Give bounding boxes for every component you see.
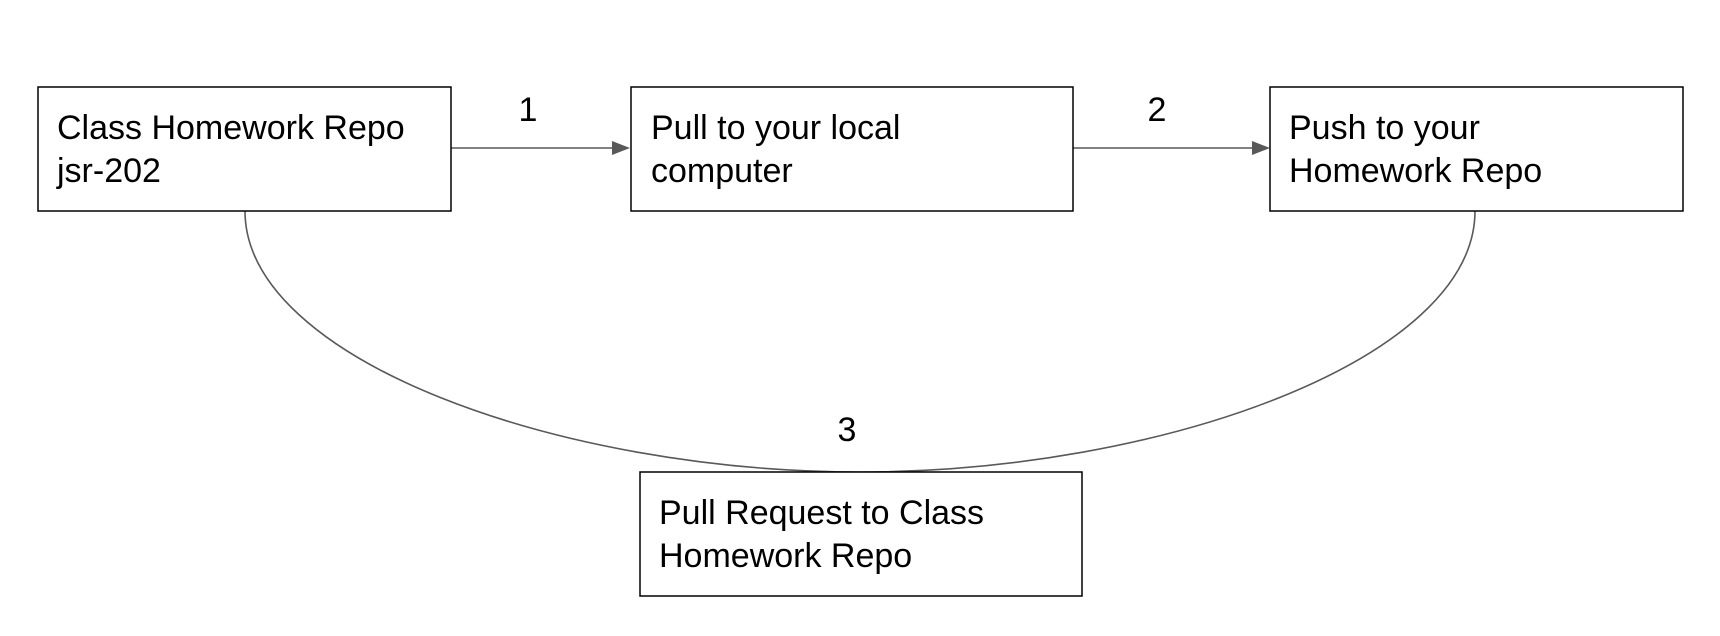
node-push-to-homework-repo-line1: Push to your [1289, 109, 1480, 147]
arrow-head-1 [612, 141, 630, 155]
node-pull-request-line1: Pull Request to Class [659, 494, 984, 532]
node-push-to-homework-repo-line2: Homework Repo [1289, 152, 1542, 190]
edge-step-3: 3 [244, 210, 1476, 473]
node-class-homework-repo-line2: jsr-202 [56, 152, 161, 190]
node-pull-request: Pull Request to Class Homework Repo [639, 471, 1083, 597]
node-pull-to-local-line2: computer [651, 152, 793, 190]
node-class-homework-repo-line1: Class Homework Repo [57, 109, 405, 147]
edge-curve-3 [244, 210, 1476, 473]
edge-label-3: 3 [838, 411, 857, 449]
node-pull-request-box [639, 471, 1083, 597]
node-class-homework-repo: Class Homework Repo jsr-202 [37, 86, 452, 212]
node-pull-to-local: Pull to your local computer [630, 86, 1074, 212]
node-class-homework-repo-box [37, 86, 452, 212]
node-push-to-homework-repo: Push to your Homework Repo [1269, 86, 1684, 212]
edge-label-1: 1 [519, 91, 538, 129]
edge-step-2: 2 [1073, 91, 1270, 155]
node-pull-to-local-line1: Pull to your local [651, 109, 900, 147]
arrow-head-2 [1252, 141, 1270, 155]
node-pull-request-line2: Homework Repo [659, 537, 912, 575]
node-push-to-homework-repo-box [1269, 86, 1684, 212]
edge-label-2: 2 [1148, 91, 1167, 129]
node-pull-to-local-box [630, 86, 1074, 212]
edge-step-1: 1 [451, 91, 630, 155]
